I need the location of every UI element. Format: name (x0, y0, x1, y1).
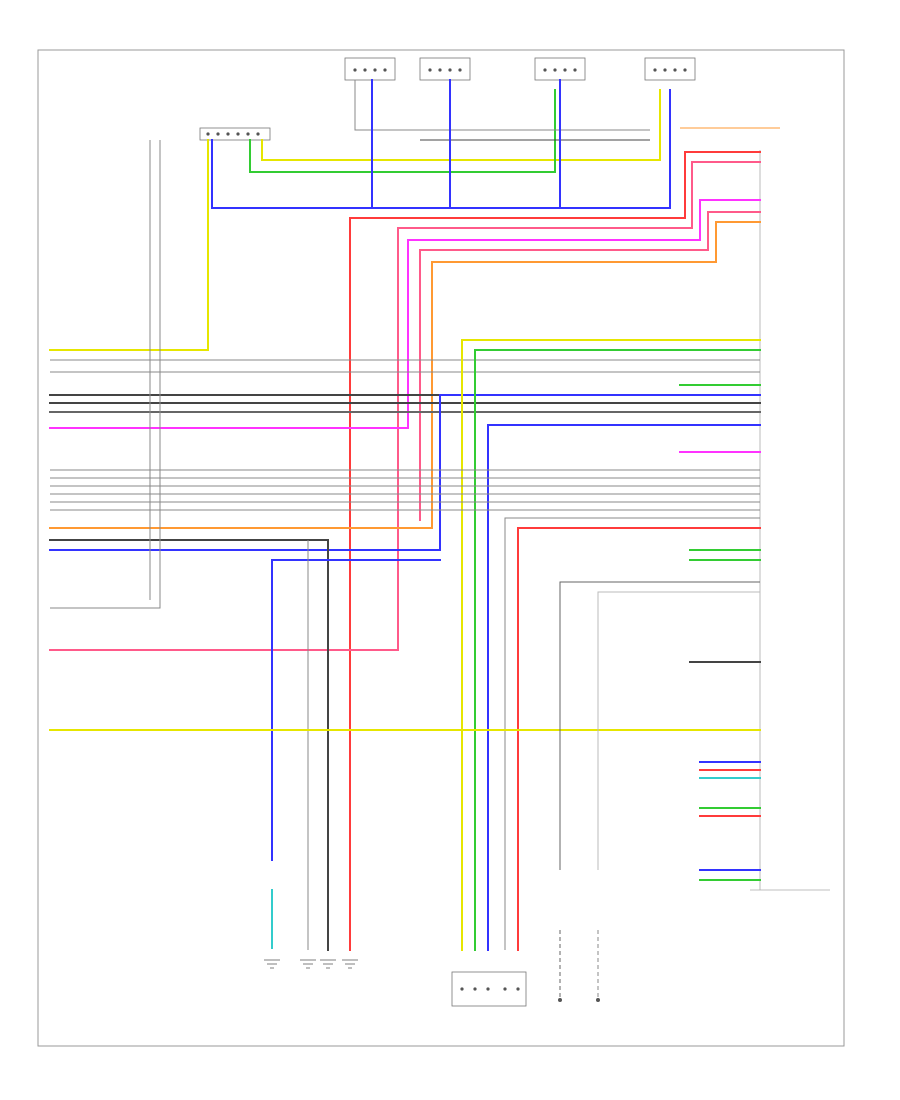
wire-pink-2 (419, 211, 761, 521)
diagram-frame (37, 49, 845, 1047)
wire-red-mid (517, 527, 761, 951)
wire-gray-top-1 (354, 80, 650, 131)
ground-symbols (264, 959, 358, 969)
wire-yellow-left (49, 139, 209, 351)
wire-orange-1 (49, 221, 761, 529)
top-connector-4 (644, 57, 696, 81)
wire-magenta-1 (49, 199, 761, 429)
top-connector-1 (344, 57, 396, 81)
wire-blue-low (271, 559, 441, 861)
wire-green-top (249, 89, 556, 173)
wire-blue-mid-2 (487, 424, 761, 951)
stub-gray-2 (597, 591, 760, 870)
bottom-center-connector (451, 971, 527, 1007)
wire-gray-mid-3 (504, 517, 760, 950)
wire-yellow-top (261, 89, 661, 161)
top-connector-3 (534, 57, 586, 81)
wire-green-mid (474, 349, 761, 951)
bottom-right-connector-1 (558, 930, 562, 1002)
wire-blue-top (211, 89, 671, 209)
stub-gray-1 (559, 581, 760, 870)
bottom-right-connector-2 (596, 930, 600, 1002)
right-module-pin-column (750, 150, 830, 891)
top-connector-2 (419, 57, 471, 81)
top-left-sensor-block (199, 127, 271, 141)
wire-pink-1 (49, 161, 761, 651)
wire-dark-low (49, 539, 329, 951)
wire-blue-mid-1 (49, 394, 761, 551)
wire-red-1 (349, 151, 761, 951)
wire-yellow-mid (461, 339, 761, 951)
wire-gray-low-7 (50, 140, 161, 609)
